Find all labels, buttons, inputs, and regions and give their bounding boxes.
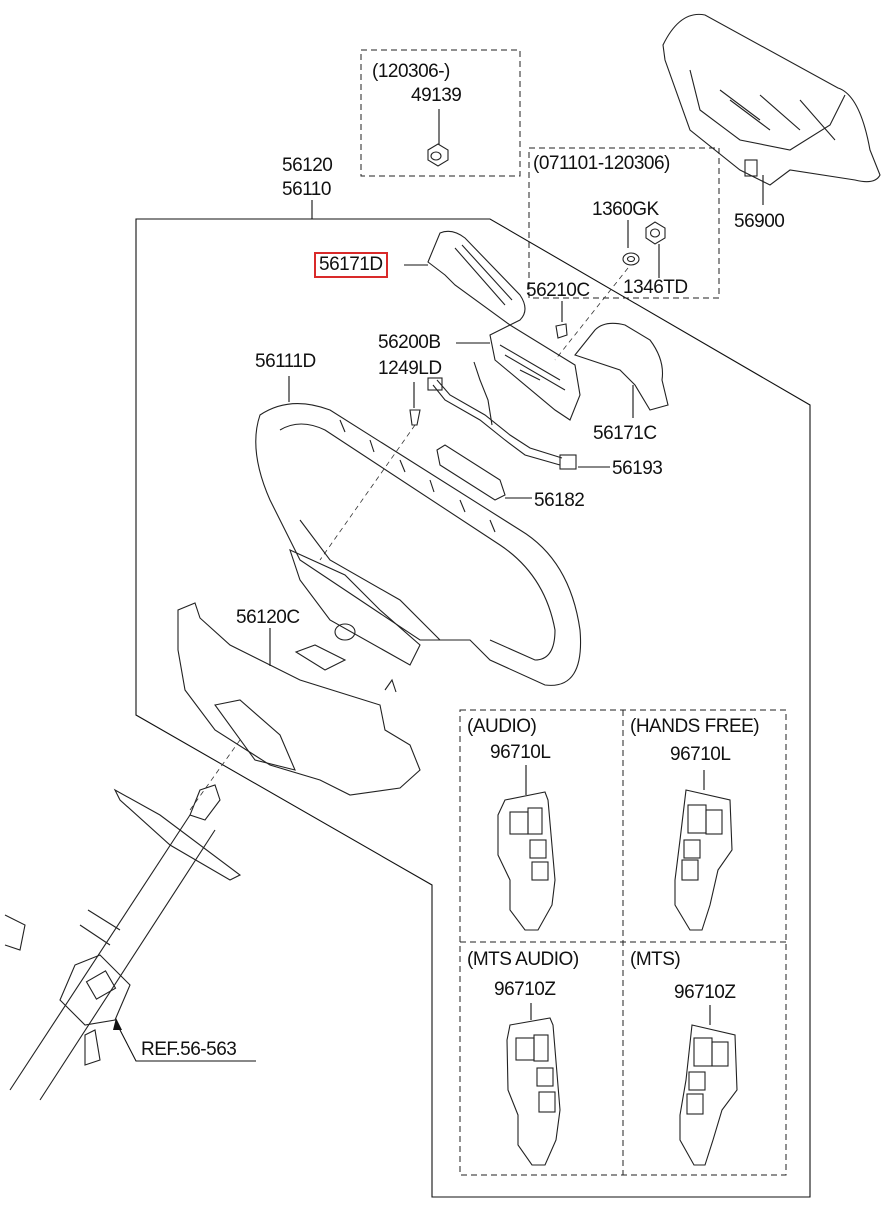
part-label-1346td[interactable]: 1346TD <box>623 277 688 298</box>
steering-wheel-56111d <box>255 376 582 686</box>
washer-1360gk-icon <box>622 220 640 266</box>
part-label-56111d[interactable]: 56111D <box>255 351 316 372</box>
part-label-56171d-highlighted[interactable]: 56171D <box>314 252 388 278</box>
assembly-outline <box>135 218 811 1198</box>
screw-56210c-icon <box>555 301 568 339</box>
part-label-56193[interactable]: 56193 <box>612 458 663 479</box>
variant-title-hands-free: (HANDS FREE) <box>630 716 760 737</box>
wire-harness-56193 <box>427 361 610 470</box>
airbag-module-56900 <box>662 13 881 205</box>
part-label-1360gk[interactable]: 1360GK <box>592 199 659 220</box>
variant-part-audio[interactable]: 96710L <box>490 742 551 763</box>
steering-column <box>4 784 256 1101</box>
part-label-56182[interactable]: 56182 <box>534 490 585 511</box>
group-title-120306: (120306-) <box>372 61 450 82</box>
part-label-56110[interactable]: 56110 <box>282 179 331 200</box>
alignment-line <box>554 267 629 361</box>
variant-title-mts: (MTS) <box>630 949 681 970</box>
part-label-1249ld[interactable]: 1249LD <box>378 358 442 379</box>
variant-part-mts[interactable]: 96710Z <box>674 982 736 1003</box>
variant-title-mts-audio: (MTS AUDIO) <box>467 949 579 970</box>
variant-switch-hands-free <box>674 770 733 931</box>
variant-part-mts-audio[interactable]: 96710Z <box>494 979 556 1000</box>
part-label-49139[interactable]: 49139 <box>411 85 462 106</box>
part-label-56200b[interactable]: 56200B <box>378 332 441 353</box>
nut-49139-icon <box>427 109 449 167</box>
variant-switch-mts <box>679 1005 738 1166</box>
part-label-56171c[interactable]: 56171C <box>593 423 657 444</box>
part-label-56900[interactable]: 56900 <box>734 211 785 232</box>
switch-assembly-56200b <box>456 324 581 421</box>
switch-cover-56171d <box>404 230 526 326</box>
part-label-56210c[interactable]: 56210C <box>526 280 590 301</box>
variant-part-hands-free[interactable]: 96710L <box>670 744 731 765</box>
variant-switch-audio <box>497 765 556 931</box>
group-title-071101-120306: (071101-120306) <box>533 153 670 174</box>
group-box-120306 <box>360 49 521 177</box>
part-label-56120[interactable]: 56120 <box>282 155 333 176</box>
part-label-56120c[interactable]: 56120C <box>236 607 300 628</box>
variant-switch-mts-audio <box>506 1003 561 1166</box>
nut-1346td-icon <box>645 221 666 278</box>
group-box-071101-120306 <box>528 147 720 299</box>
variant-title-audio: (AUDIO) <box>467 716 537 737</box>
lower-cover-56120c <box>177 602 421 811</box>
screw-1249ld-icon <box>319 382 421 561</box>
switch-cover-56171c <box>574 322 669 418</box>
connector-56182 <box>436 444 532 501</box>
reference-label[interactable]: REF.56-563 <box>141 1039 237 1060</box>
